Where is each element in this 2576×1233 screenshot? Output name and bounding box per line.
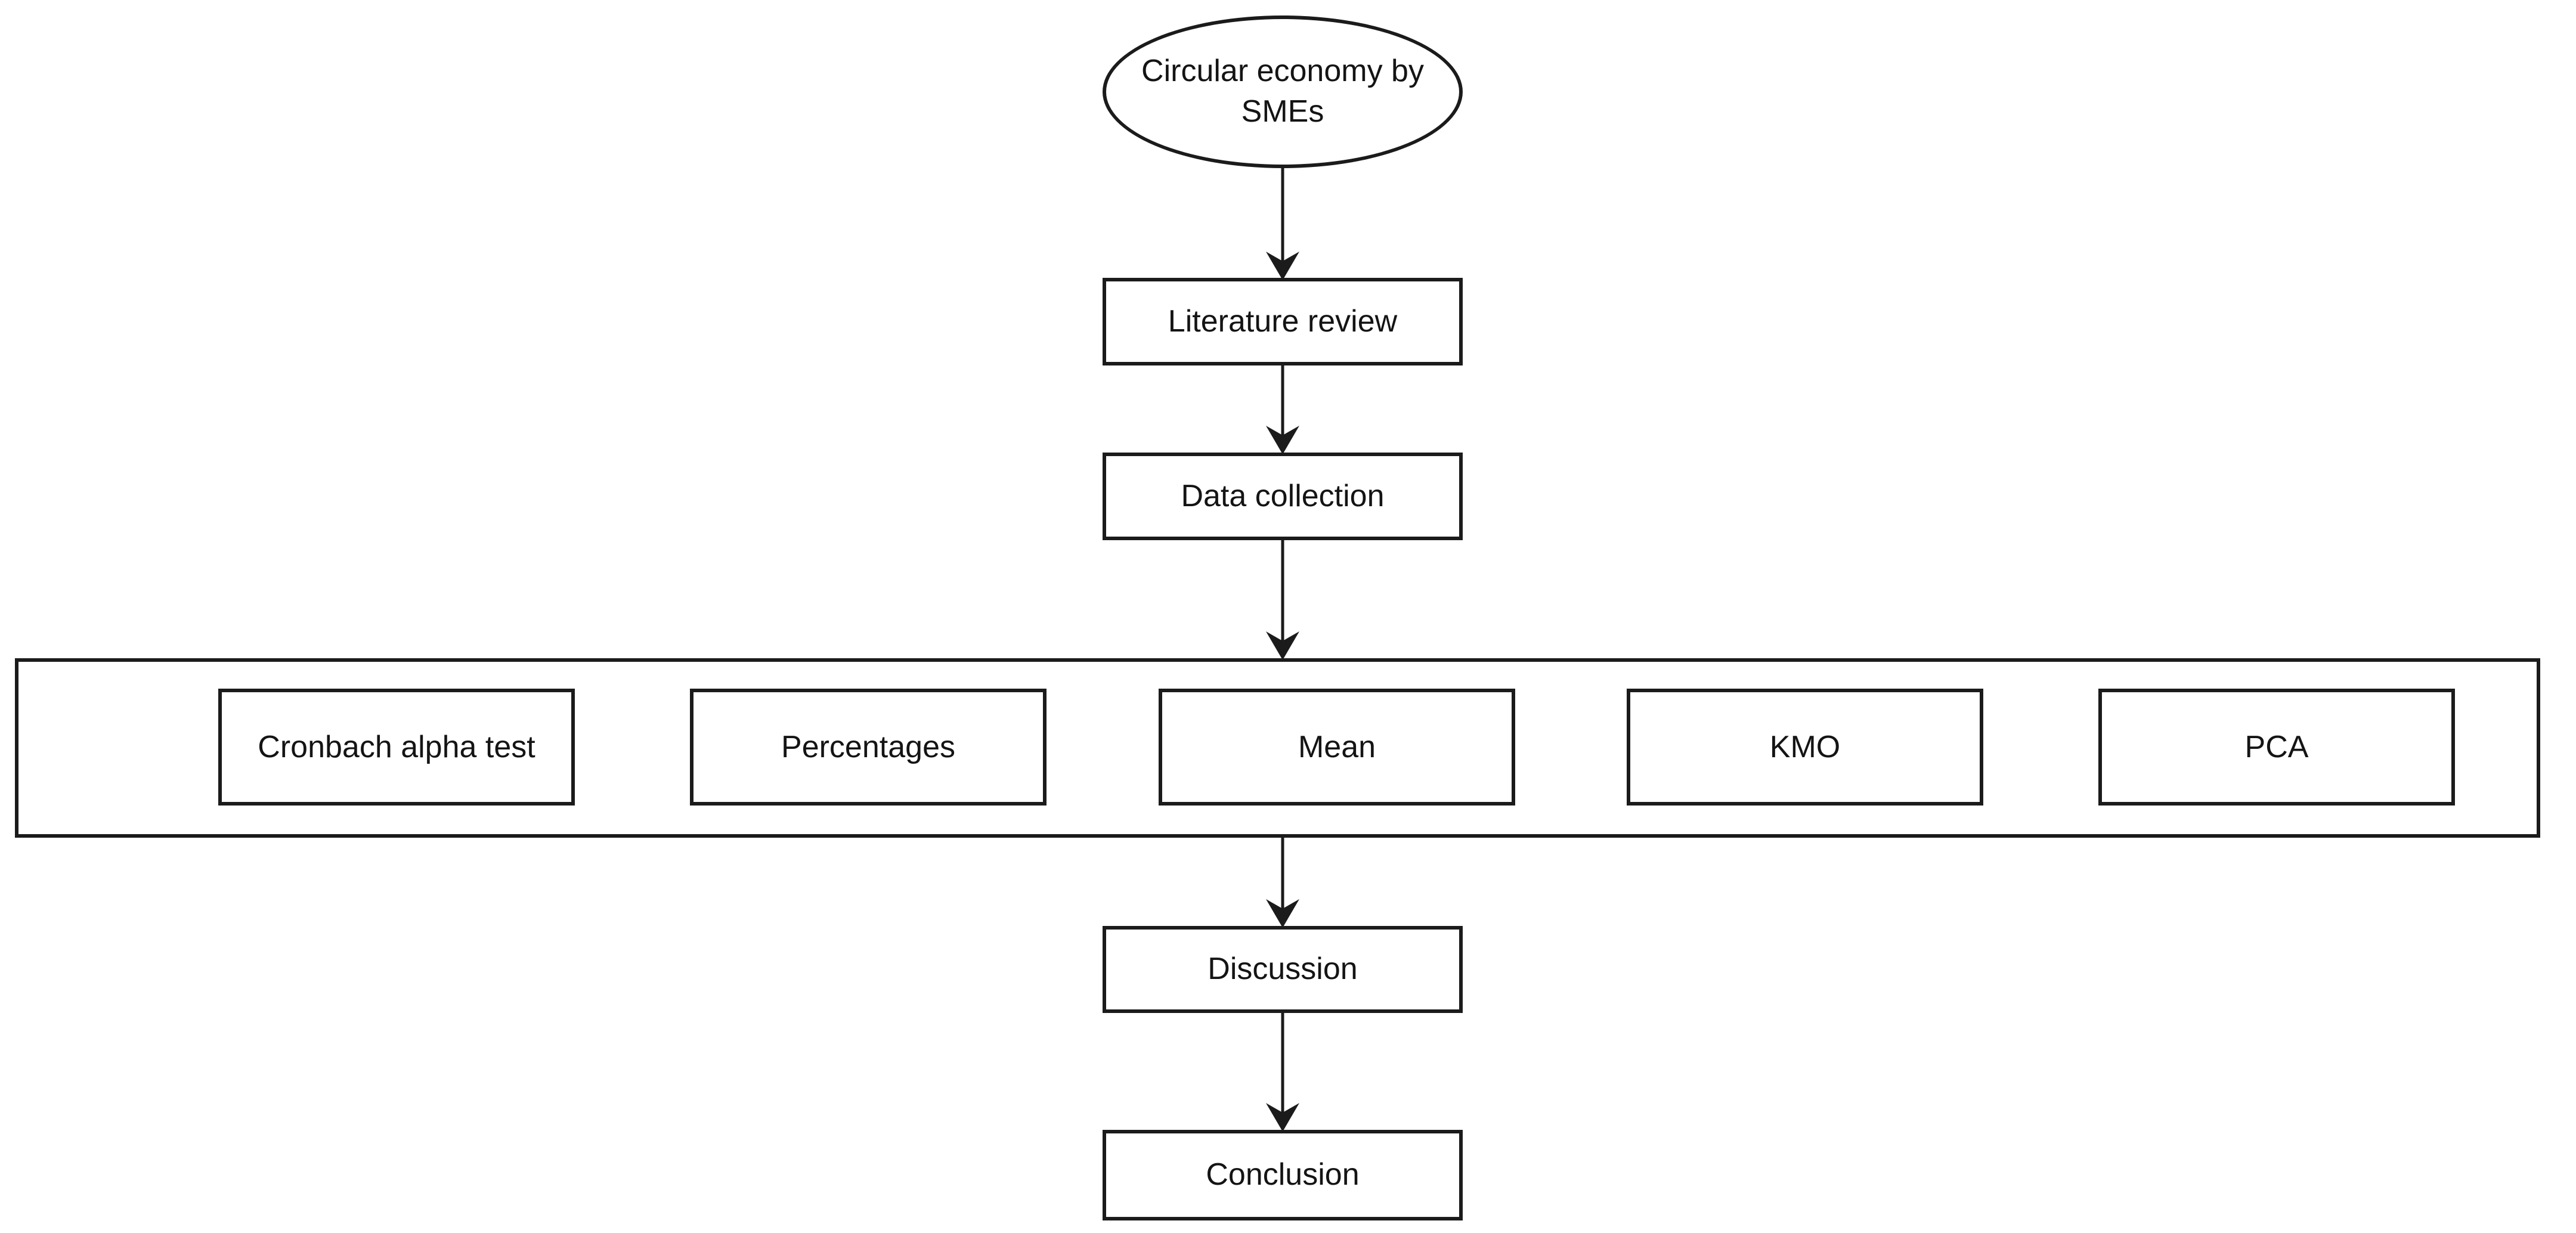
node-discussion: Discussion (1103, 926, 1463, 1013)
methods-group-container: Cronbach alpha test Percentages Mean KMO… (15, 658, 2540, 838)
node-data-collection: Data collection (1103, 453, 1463, 540)
arrow-start-to-literature (1266, 167, 1299, 280)
node-label: Percentages (781, 730, 955, 764)
node-label: KMO (1769, 730, 1841, 764)
node-label: Discussion (1208, 952, 1358, 987)
node-label: Literature review (1168, 303, 1398, 339)
node-label: Mean (1298, 730, 1376, 764)
node-kmo: KMO (1627, 689, 1983, 806)
arrow-literature-to-data (1266, 365, 1299, 454)
node-pca: PCA (2098, 689, 2455, 806)
node-circular-economy-by-smes: Circular economy by SMEs (1103, 16, 1463, 168)
node-literature-review: Literature review (1103, 278, 1463, 365)
node-cronbach-alpha-test: Cronbach alpha test (218, 689, 575, 806)
arrow-methods-to-discussion (1266, 838, 1299, 928)
node-mean: Mean (1159, 689, 1515, 806)
arrow-discussion-to-conclusion (1266, 1013, 1299, 1132)
node-conclusion: Conclusion (1103, 1130, 1463, 1220)
node-percentages: Percentages (690, 689, 1046, 806)
node-label: PCA (2244, 730, 2309, 764)
node-label: Conclusion (1206, 1157, 1360, 1192)
arrow-data-to-methods (1266, 540, 1299, 660)
node-label: Cronbach alpha test (258, 730, 535, 764)
node-label: Circular economy by SMEs (1141, 54, 1424, 129)
node-label: Data collection (1181, 478, 1385, 513)
